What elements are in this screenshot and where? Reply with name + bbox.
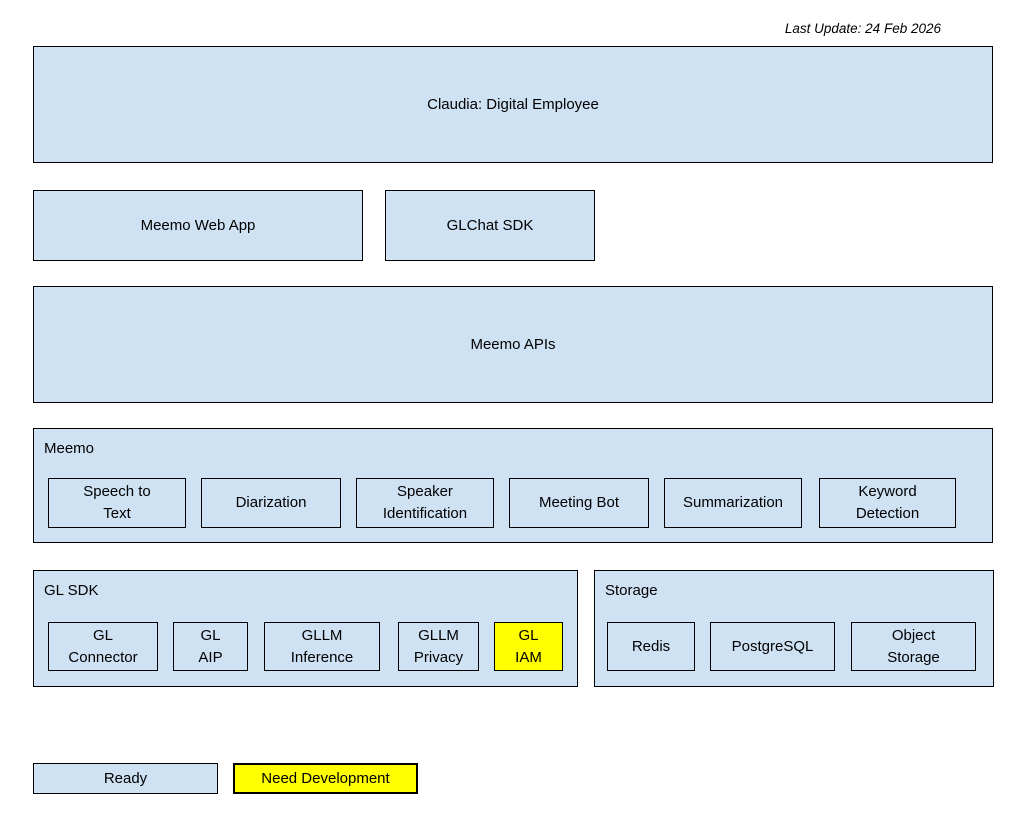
last-update-label: Last Update: 24 Feb 2026 bbox=[784, 21, 941, 36]
group-storage-label: Storage bbox=[605, 582, 658, 599]
box-keyword-detection: Keyword Detection bbox=[819, 478, 956, 528]
box-gl-iam: GL IAM bbox=[494, 622, 563, 671]
group-gl-sdk-label: GL SDK bbox=[44, 582, 99, 599]
box-claudia-digital-employee: Claudia: Digital Employee bbox=[33, 46, 993, 163]
box-gl-connector: GL Connector bbox=[48, 622, 158, 671]
box-meeting-bot: Meeting Bot bbox=[509, 478, 649, 528]
legend-ready: Ready bbox=[33, 763, 218, 794]
box-gllm-privacy: GLLM Privacy bbox=[398, 622, 479, 671]
box-meemo-web-app: Meemo Web App bbox=[33, 190, 363, 261]
group-storage: Storage Redis PostgreSQL Object Storage bbox=[594, 570, 994, 687]
box-postgresql: PostgreSQL bbox=[710, 622, 835, 671]
group-gl-sdk: GL SDK GL Connector GL AIP GLLM Inferenc… bbox=[33, 570, 578, 687]
box-redis: Redis bbox=[607, 622, 695, 671]
box-summarization: Summarization bbox=[664, 478, 802, 528]
box-object-storage: Object Storage bbox=[851, 622, 976, 671]
box-speech-to-text: Speech to Text bbox=[48, 478, 186, 528]
legend-need-development: Need Development bbox=[233, 763, 418, 794]
box-meemo-apis: Meemo APIs bbox=[33, 286, 993, 403]
box-glchat-sdk: GLChat SDK bbox=[385, 190, 595, 261]
box-diarization: Diarization bbox=[201, 478, 341, 528]
group-meemo-label: Meemo bbox=[44, 440, 95, 457]
box-gllm-inference: GLLM Inference bbox=[264, 622, 380, 671]
box-gl-aip: GL AIP bbox=[173, 622, 248, 671]
group-meemo: Meemo Speech to Text Diarization Speaker… bbox=[33, 428, 993, 543]
box-speaker-identification: Speaker Identification bbox=[356, 478, 494, 528]
